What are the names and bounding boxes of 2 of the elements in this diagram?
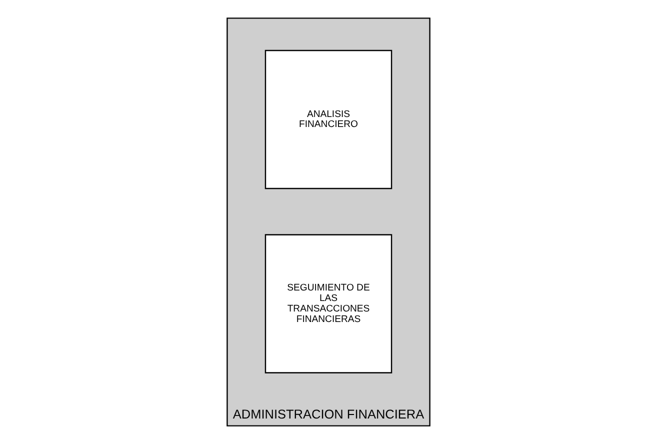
node-box: SEGUIMIENTO DE LAS TRANSACCIONES FINANCIERAS: [264, 234, 392, 374]
node-box: ANALISIS FINANCIERO: [264, 50, 392, 190]
